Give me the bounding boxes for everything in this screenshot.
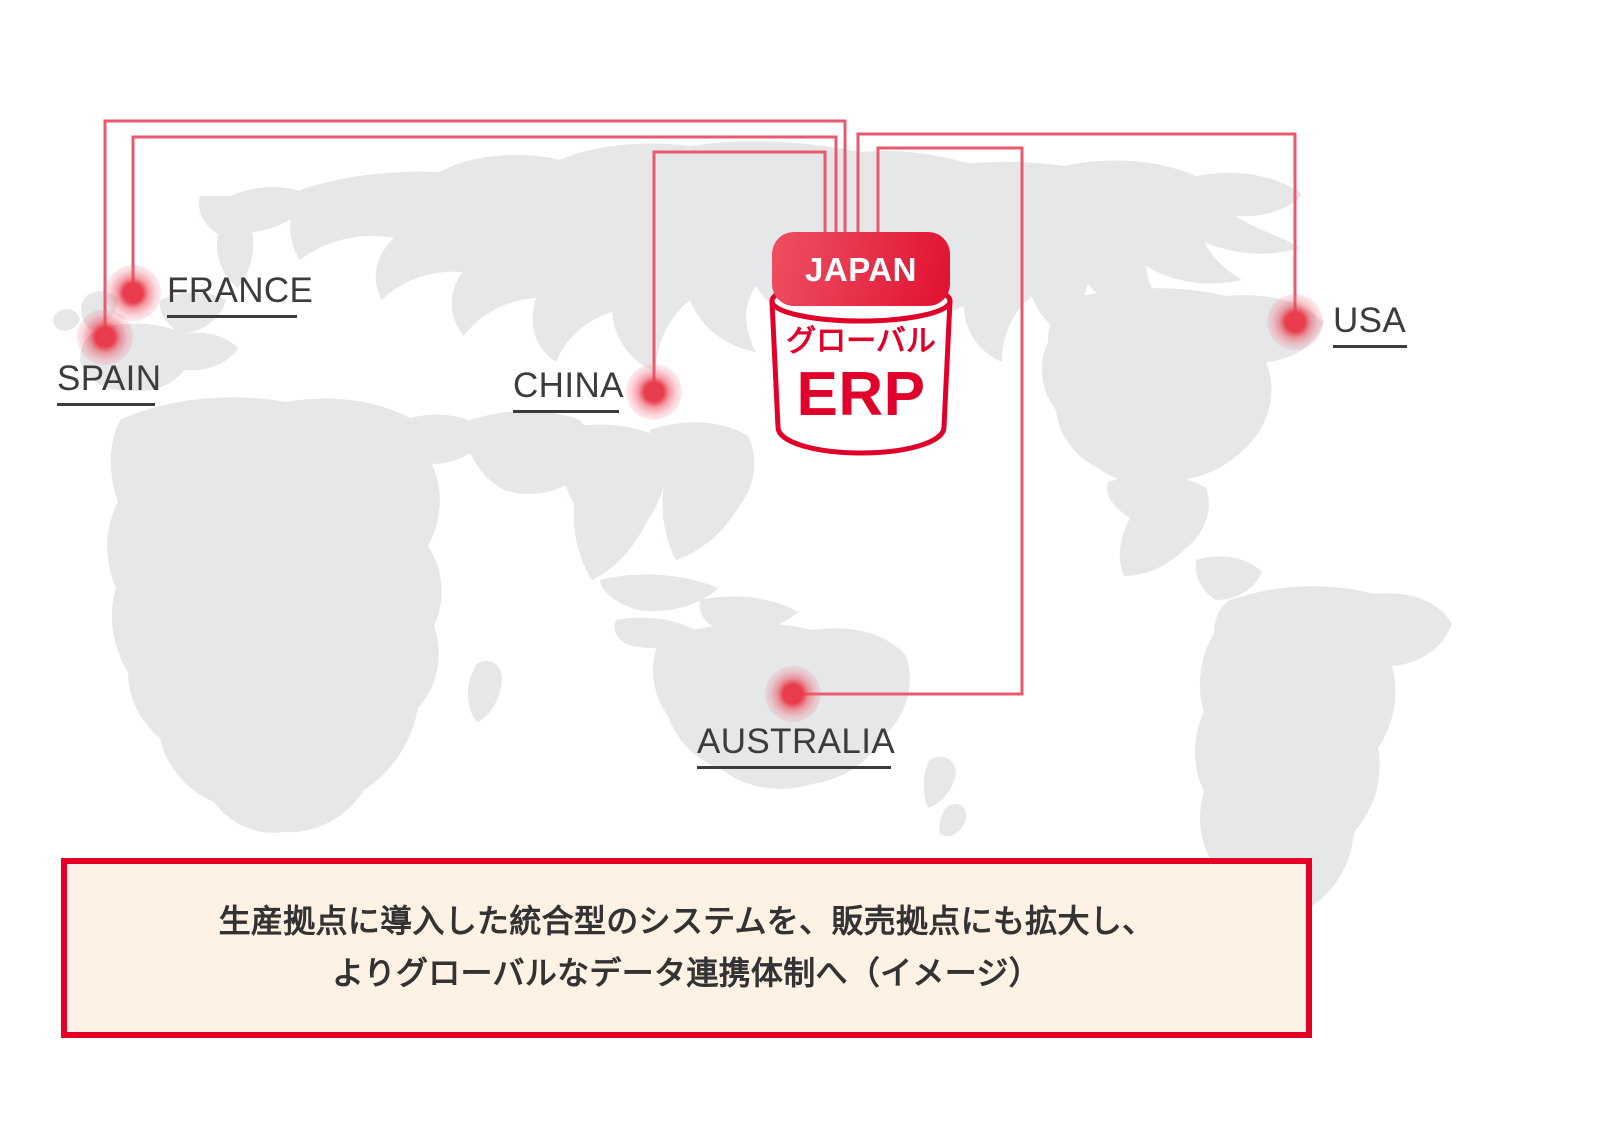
site-dot-china[interactable]: [626, 364, 682, 420]
site-label-spain[interactable]: SPAIN: [57, 359, 162, 407]
connector-spain: [103, 119, 847, 339]
connector-france: [131, 135, 838, 295]
site-label-france[interactable]: FRANCE: [167, 271, 314, 319]
caption-line-1: 生産拠点に導入した統合型のシステムを、販売拠点にも拡大し、: [218, 903, 1155, 940]
site-dot-australia[interactable]: [765, 666, 821, 722]
connector-usa: [856, 132, 1297, 324]
site-dot-france[interactable]: [105, 265, 161, 321]
site-label-china-text: CHINA: [513, 366, 624, 405]
site-label-spain-underline: [57, 403, 155, 407]
connector-australia: [791, 146, 1024, 696]
site-dot-usa[interactable]: [1267, 294, 1323, 350]
site-label-usa[interactable]: USA: [1333, 301, 1407, 349]
site-label-france-underline: [167, 315, 297, 319]
connector-china: [652, 150, 827, 394]
japan-erp-hub[interactable]: JAPAN グローバル ERP: [758, 232, 964, 458]
site-label-australia-text: AUSTRALIA: [697, 722, 896, 761]
site-label-spain-text: SPAIN: [57, 359, 162, 398]
site-label-china[interactable]: CHINA: [513, 366, 624, 414]
site-label-usa-underline: [1333, 345, 1407, 349]
caption-box: 生産拠点に導入した統合型のシステムを、販売拠点にも拡大し、 よりグローバルなデー…: [61, 858, 1312, 1038]
caption-line-2: よりグローバルなデータ連携体制へ（イメージ）: [331, 955, 1041, 991]
site-label-france-text: FRANCE: [167, 271, 314, 310]
site-label-usa-text: USA: [1333, 301, 1407, 340]
site-label-australia-underline: [697, 766, 891, 770]
site-label-australia[interactable]: AUSTRALIA: [697, 722, 896, 770]
japan-badge[interactable]: JAPAN: [772, 232, 950, 306]
japan-badge-label: JAPAN: [805, 250, 917, 288]
site-label-china-underline: [513, 410, 619, 414]
